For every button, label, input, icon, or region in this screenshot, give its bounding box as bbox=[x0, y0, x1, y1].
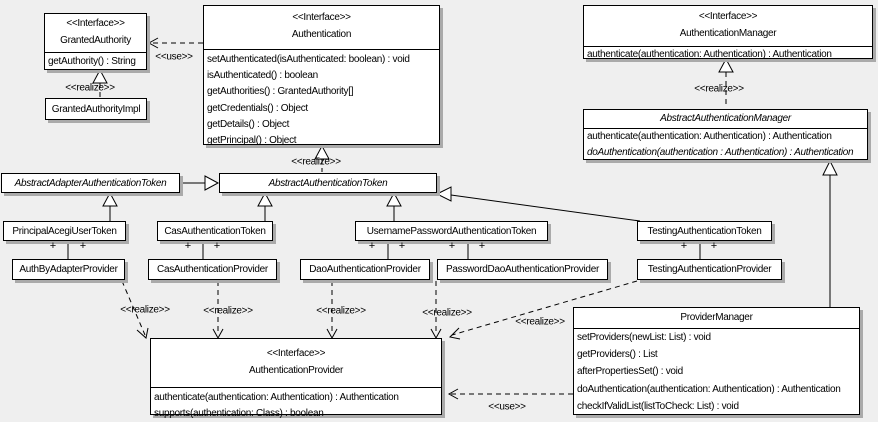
class-authentication-manager: <<Interface>> AuthenticationManager auth… bbox=[583, 5, 873, 60]
class-authentication-provider: <<Interface>> AuthenticationProvider aut… bbox=[150, 338, 442, 419]
class-name: AbstractAuthenticationToken bbox=[268, 177, 388, 189]
use-label: <<use>> bbox=[155, 51, 193, 63]
class-name: CasAuthenticationToken bbox=[164, 225, 266, 237]
class-granted-authority: <<Interface>> GrantedAuthority getAuthor… bbox=[44, 13, 147, 70]
plus-marker: + bbox=[368, 240, 376, 252]
method-label: getAuthority() : String bbox=[48, 56, 136, 67]
method-label: afterPropertiesSet() : void bbox=[577, 366, 683, 378]
method-label: supports(authentication: Class) : boolea… bbox=[154, 408, 324, 419]
class-abstract-authentication-manager: AbstractAuthenticationManager authentica… bbox=[583, 109, 868, 160]
dashed-connectors bbox=[99, 42, 727, 395]
realize-label: <<realize>> bbox=[203, 305, 253, 317]
plus-marker: + bbox=[184, 240, 192, 252]
plus-marker: + bbox=[448, 240, 456, 252]
class-username-password-authentication-token: UsernamePasswordAuthenticationToken bbox=[355, 221, 548, 241]
class-dao-authentication-provider: DaoAuthenticationProvider bbox=[300, 259, 430, 280]
realize-label: <<realize>> bbox=[694, 83, 744, 95]
realize-label: <<realize>> bbox=[65, 82, 115, 94]
plus-marker: + bbox=[398, 240, 406, 252]
plus-marker: + bbox=[478, 240, 486, 252]
class-name: TestingAuthenticationProvider bbox=[647, 264, 772, 275]
realize-label: <<realize>> bbox=[422, 307, 472, 319]
class-cas-authentication-provider: CasAuthenticationProvider bbox=[148, 259, 277, 280]
stereotype-label: <<Interface>> bbox=[66, 18, 125, 29]
plus-marker: + bbox=[710, 240, 718, 252]
method-label: getDetails() : Object bbox=[207, 118, 290, 130]
realize-label: <<realize>> bbox=[316, 305, 366, 317]
class-name: CasAuthenticationProvider bbox=[157, 264, 268, 275]
class-cas-authentication-token: CasAuthenticationToken bbox=[157, 221, 273, 241]
use-label: <<use>> bbox=[488, 401, 526, 413]
method-label: getPrincipal() : Object bbox=[207, 135, 297, 147]
class-provider-manager: ProviderManager setProviders(newList: Li… bbox=[573, 307, 860, 415]
class-name: AbstractAdapterAuthenticationToken bbox=[14, 177, 167, 189]
realize-label: <<realize>> bbox=[515, 316, 565, 328]
class-name: GrantedAuthorityImpl bbox=[51, 103, 141, 115]
class-principal-acegi-user-token: PrincipalAcegiUserToken bbox=[3, 221, 126, 241]
stereotype-label: <<Interface>> bbox=[266, 348, 326, 359]
class-name: Authentication bbox=[291, 29, 352, 40]
class-name: AuthenticationManager bbox=[679, 28, 777, 39]
method-label: getAuthorities() : GrantedAuthority[] bbox=[207, 86, 354, 98]
stereotype-label: <<Interface>> bbox=[698, 11, 758, 22]
plus-marker: + bbox=[680, 240, 688, 252]
plus-marker: + bbox=[213, 240, 221, 252]
class-name: GrantedAuthority bbox=[60, 35, 131, 46]
class-name: UsernamePasswordAuthenticationToken bbox=[366, 225, 537, 237]
class-abstract-authentication-token: AbstractAuthenticationToken bbox=[219, 173, 437, 193]
method-label: getCredentials() : Object bbox=[207, 102, 308, 114]
method-label: setProviders(newList: List) : void bbox=[577, 332, 711, 343]
class-name: AuthenticationProvider bbox=[248, 365, 343, 376]
class-testing-authentication-token: TestingAuthenticationToken bbox=[637, 221, 772, 241]
method-label: doAuthentication(authentication: Authent… bbox=[577, 383, 841, 395]
class-granted-authority-impl: GrantedAuthorityImpl bbox=[45, 98, 147, 120]
plus-marker: + bbox=[49, 240, 57, 252]
stereotype-label: <<Interface>> bbox=[292, 12, 351, 23]
method-label: doAuthentication(authentication : Authen… bbox=[587, 146, 854, 158]
method-label: getProviders() : List bbox=[577, 349, 658, 361]
class-name: TestingAuthenticationToken bbox=[647, 225, 762, 237]
realize-label: <<realize>> bbox=[291, 156, 341, 168]
triangle-arrowheads bbox=[92, 57, 838, 207]
class-name: PrincipalAcegiUserToken bbox=[12, 225, 117, 237]
method-label: isAuthenticated() : boolean bbox=[207, 70, 318, 82]
class-name: ProviderManager bbox=[680, 312, 753, 323]
class-testing-authentication-provider: TestingAuthenticationProvider bbox=[637, 259, 782, 280]
class-name: PasswordDaoAuthenticationProvider bbox=[446, 264, 599, 275]
class-password-dao-authentication-provider: PasswordDaoAuthenticationProvider bbox=[437, 259, 608, 280]
class-authentication: <<Interface>> Authentication setAuthenti… bbox=[203, 5, 440, 146]
class-auth-by-adapter-provider: AuthByAdapterProvider bbox=[12, 259, 125, 280]
class-name: DaoAuthenticationProvider bbox=[309, 264, 421, 275]
class-abstract-adapter-authentication-token: AbstractAdapterAuthenticationToken bbox=[1, 173, 180, 193]
plus-marker: + bbox=[79, 240, 87, 252]
class-name: AbstractAuthenticationManager bbox=[660, 113, 791, 124]
method-label: setAuthenticated(isAuthenticated: boolea… bbox=[207, 54, 410, 65]
method-label: checkIfValidList(listToCheck: List) : vo… bbox=[577, 400, 739, 412]
method-label: authenticate(authentication: Authenticat… bbox=[154, 392, 399, 403]
realize-label: <<realize>> bbox=[120, 304, 170, 316]
method-label: authenticate(authentication: Authenticat… bbox=[587, 131, 832, 142]
class-name: AuthByAdapterProvider bbox=[19, 264, 118, 275]
solid-connectors bbox=[67, 175, 831, 307]
method-label: authenticate(authentication: Authenticat… bbox=[587, 49, 832, 60]
